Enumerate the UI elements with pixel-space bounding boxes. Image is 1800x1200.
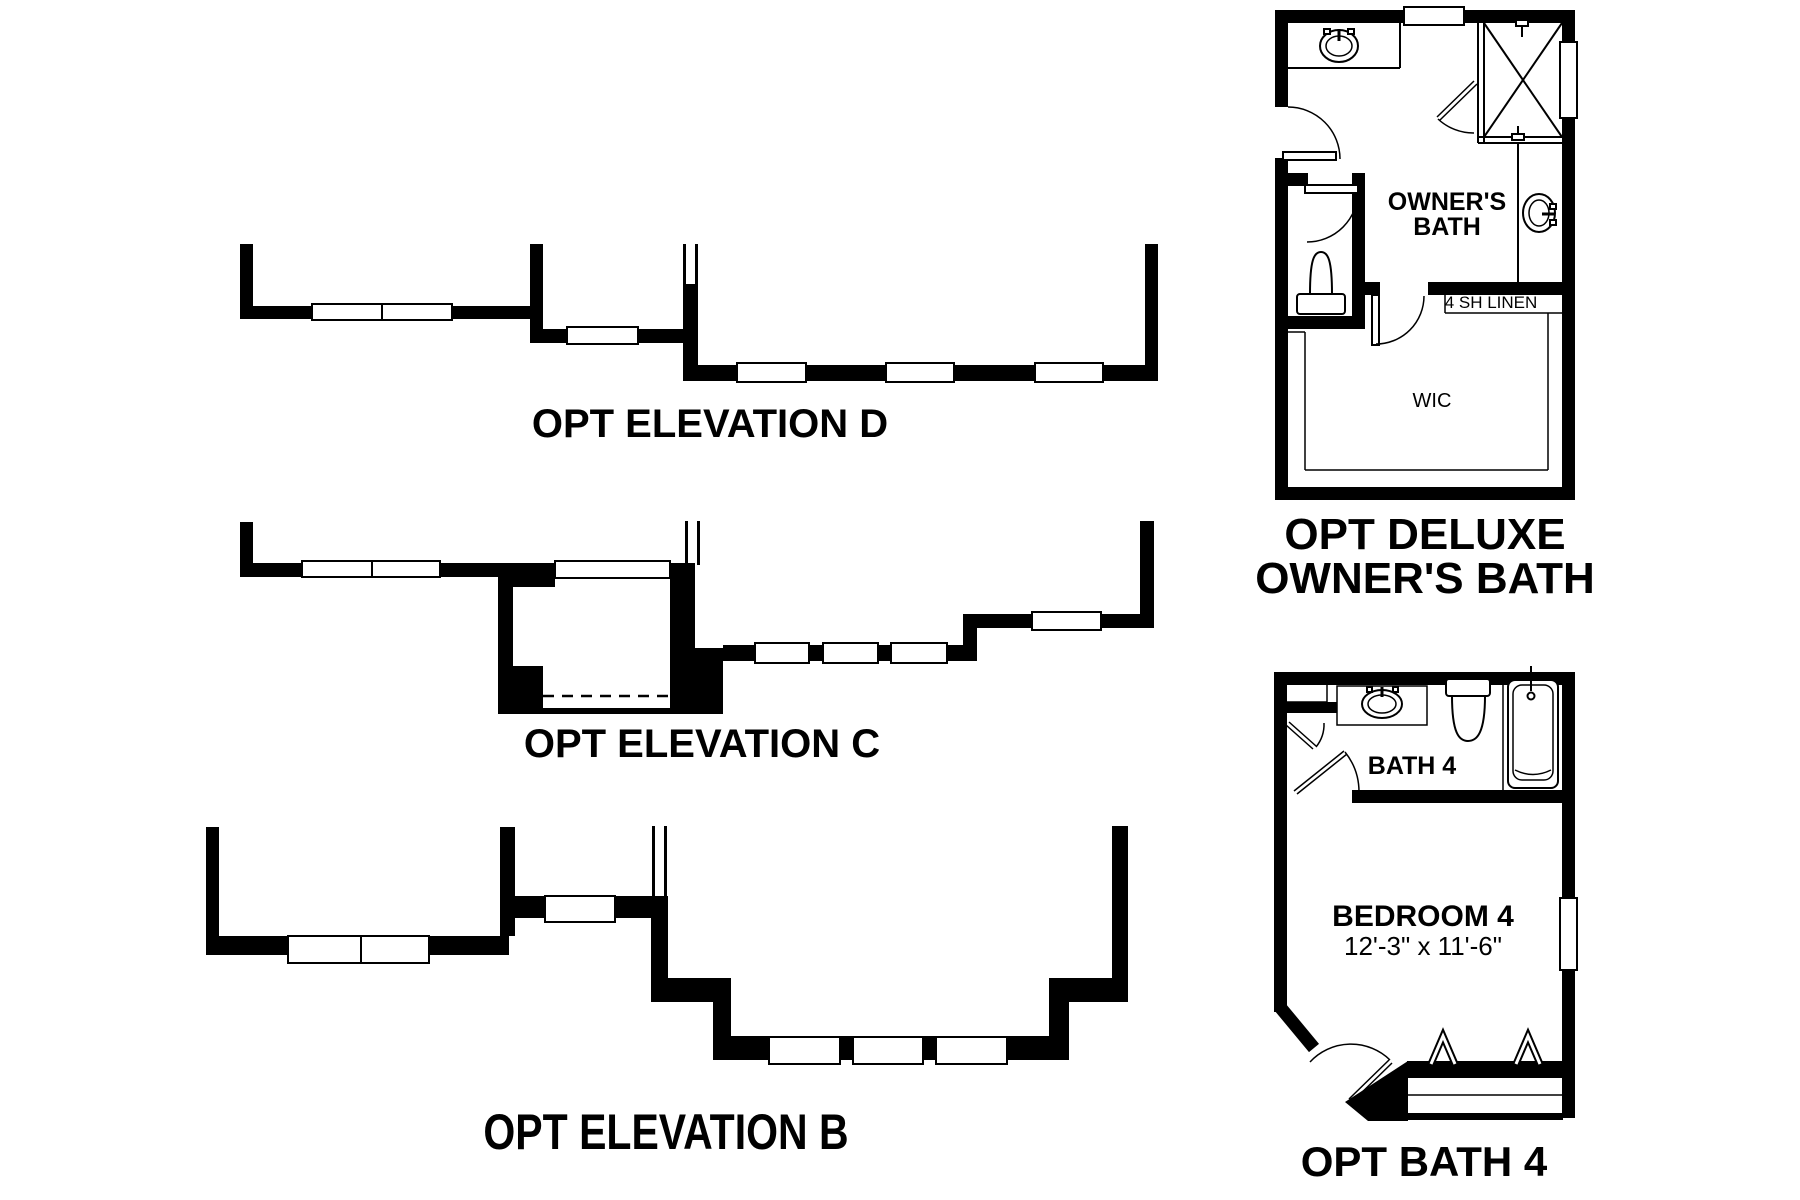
linen-label: 4 SH LINEN (1444, 293, 1538, 312)
toilet-icon (1296, 250, 1346, 315)
window-marker (301, 560, 373, 578)
bath4-title: OPT BATH 4 (1300, 1138, 1548, 1185)
bathtub-icon (1507, 666, 1559, 789)
window-marker (885, 362, 955, 383)
owners-bath-room-line1: OWNER'S (1387, 188, 1507, 216)
sink-icon (1361, 686, 1403, 719)
window-marker (768, 1036, 841, 1065)
door-swing (1285, 721, 1325, 750)
window-marker (1034, 362, 1104, 383)
owners-bath-title-line2: OWNER'S BATH (1255, 554, 1595, 603)
elevation-b-title-text: OPT ELEVATION B (483, 1104, 849, 1160)
window-marker (890, 642, 948, 664)
owners-bath-room-label: OWNER'S BATH (1388, 190, 1506, 240)
wic-label: WIC (1412, 390, 1452, 412)
elevation-c-drawing (240, 521, 1154, 714)
window-marker (1403, 6, 1465, 26)
linen-niche (1444, 295, 1562, 314)
chamfer-wall (1345, 1061, 1408, 1121)
window-marker (566, 326, 639, 345)
sink-icon (1319, 28, 1359, 63)
closet-chevron-icon (1512, 1027, 1544, 1066)
toilet-icon (1445, 678, 1491, 743)
elevation-b-drawing (206, 826, 1128, 1065)
window-marker (1559, 897, 1578, 971)
elevation-b-title: OPT ELEVATION B (443, 1107, 888, 1157)
wic-outline (1288, 313, 1549, 471)
vanity-counter (1336, 685, 1428, 726)
window-marker (935, 1036, 1008, 1065)
bedroom4-name: BEDROOM 4 (1332, 900, 1514, 933)
closet-chevron-icon (1427, 1027, 1459, 1066)
owners-bath-title-line1: OPT DELUXE (1284, 510, 1566, 559)
bath4-plan (1274, 666, 1578, 1121)
window-marker (822, 642, 879, 664)
vanity-counter (1288, 10, 1401, 69)
bath4-room-label: BATH 4 (1367, 752, 1457, 780)
window-marker (381, 303, 453, 321)
window-marker (1031, 611, 1102, 631)
chamfer-wall (1274, 1002, 1320, 1053)
window-marker (544, 895, 616, 923)
sink-icon (1522, 193, 1557, 233)
elevation-d-drawing (240, 244, 1158, 383)
window-marker (554, 560, 671, 579)
window-marker (1559, 41, 1578, 119)
window-marker (311, 303, 383, 321)
elevation-d-title: OPT ELEVATION D (531, 402, 889, 446)
shower-icon (1477, 19, 1563, 144)
bedroom4-dimensions: 12'-3" x 11'-6" (1344, 931, 1502, 961)
owners-bath-room-line2: BATH (1413, 213, 1481, 241)
door-swing (1293, 750, 1360, 795)
window-marker (736, 362, 807, 383)
door-swing (1282, 106, 1341, 161)
elevation-c-title: OPT ELEVATION C (523, 722, 881, 766)
window-marker (287, 935, 362, 964)
door-swing (1371, 294, 1425, 346)
closet-outline (1287, 685, 1328, 703)
owners-bath-title: OPT DELUXE OWNER'S BATH (1255, 513, 1595, 601)
window-marker (754, 642, 810, 664)
shower-door-swing (1436, 80, 1478, 134)
owners-bath-plan (1275, 6, 1578, 500)
window-marker (852, 1036, 924, 1065)
window-marker (371, 560, 441, 578)
bedroom4-label: BEDROOM 4 12'-3" x 11'-6" (1332, 901, 1514, 961)
window-marker (360, 935, 430, 964)
door-swing (1304, 184, 1359, 243)
